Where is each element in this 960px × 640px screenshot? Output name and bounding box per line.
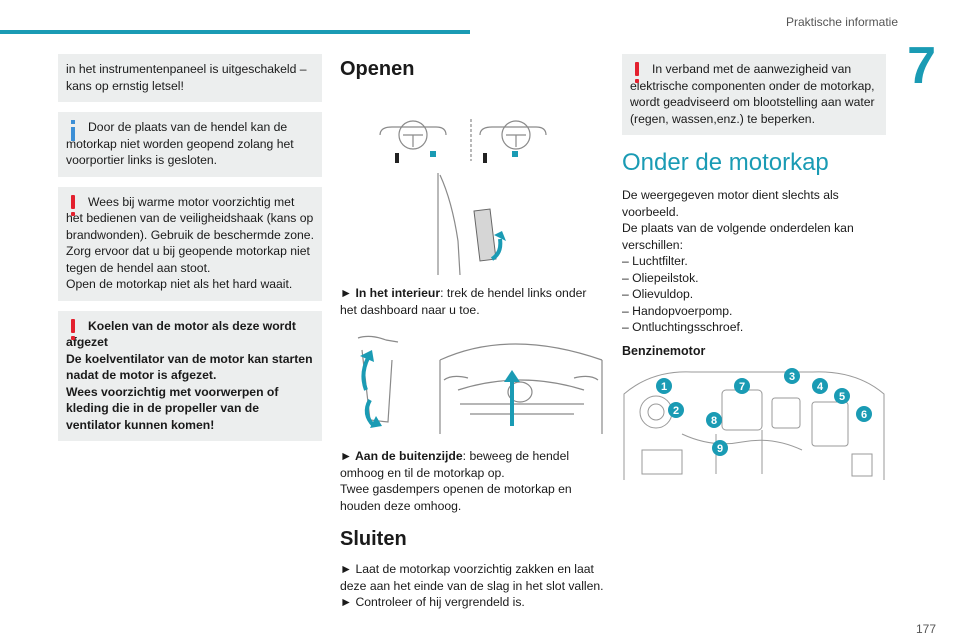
intro-line: De weergegeven motor dient slechts als v… (622, 188, 839, 219)
warning-icon (68, 194, 78, 217)
engine-callout-label: 5 (839, 391, 845, 403)
engine-callout-label: 8 (711, 415, 717, 427)
warning-line: De koelventilator van de motor kan start… (66, 351, 313, 383)
exterior-lever-illustration (340, 330, 604, 434)
interior-lever-illustration (340, 91, 604, 279)
warning-title: Koelen van de motor als deze wordt afgez… (66, 318, 296, 350)
close-step-2: ► Controleer of hij vergrendeld is. (340, 595, 525, 609)
warning-box-cooling-fan: Koelen van de motor als deze wordt afgez… (58, 310, 322, 441)
chapter-number: 7 (907, 37, 936, 95)
column-right: In verband met de aanwezigheid van elekt… (622, 54, 886, 482)
heading-onder-de-motorkap: Onder de motorkap (622, 149, 829, 176)
engine-callout-label: 2 (673, 405, 679, 417)
engine-callout-label: 7 (739, 381, 745, 393)
engine-callout-label: 3 (789, 371, 795, 383)
warning-line: Zorg ervoor dat u bij geopende motorkap … (66, 244, 310, 275)
engine-callout-label: 6 (861, 409, 867, 421)
engine-callout-badge (656, 377, 672, 394)
step-interior-label: ► In het interieur (340, 286, 441, 300)
list-item: – Ontluchtingsschroef. (622, 320, 744, 334)
list-item: – Olievuldop. (622, 287, 694, 301)
engine-callout-badge (668, 401, 684, 418)
engine-callout-badge (712, 439, 728, 456)
engine-callout-badge (834, 387, 850, 404)
step-exterior-text: : beweeg de hendel omhoog en til de moto… (340, 449, 570, 480)
engine-callout-label: 9 (717, 443, 723, 455)
info-icon (68, 120, 78, 142)
close-step-1: ► Laat de motorkap voorzichtig zakken en… (340, 562, 604, 593)
engine-callout-badge (812, 377, 828, 394)
warning-text: in het instrumentenpaneel is uitgeschake… (66, 62, 307, 93)
list-item: – Handopvoerpomp. (622, 303, 733, 318)
engine-callout-badge (784, 367, 800, 384)
step-exterior-label: ► Aan de buitenzijde (340, 449, 463, 463)
heading-openen: Openen (340, 58, 415, 80)
list-item: – Oliepeilstok. (622, 270, 699, 285)
gas-struts-note: Twee gasdempers openen de motorkap en ho… (340, 482, 572, 513)
running-title: Praktische informatie (785, 15, 898, 29)
engine-callout-label: 4 (817, 381, 824, 393)
engine-callout-label: 1 (661, 381, 667, 393)
warning-box-water: In verband met de aanwezigheid van elekt… (622, 54, 886, 135)
column-left: in het instrumentenpaneel is uitgeschake… (58, 54, 322, 451)
warning-box-hot-engine: Wees bij warme motor voorzichtig met het… (58, 186, 322, 301)
warning-line: Open de motorkap niet als het hard waait… (66, 277, 293, 291)
intro-line: De plaats van de volgende onderdelen kan… (622, 221, 854, 252)
engine-callout-badge (856, 405, 872, 422)
warning-line: Wees bij warme motor voorzichtig met het… (66, 194, 314, 242)
step-interior: ► In het interieur: trek de hendel links… (340, 285, 604, 318)
engine-callout-badge (734, 377, 750, 394)
heading-sluiten: Sluiten (340, 528, 407, 550)
info-text: Door de plaats van de hendel kan de moto… (66, 120, 294, 167)
header-rule (0, 30, 470, 34)
warning-line: Wees voorzichtig met voorwerpen of kledi… (66, 384, 279, 432)
step-exterior: ► Aan de buitenzijde: beweeg de hendel o… (340, 448, 604, 481)
warning-icon (632, 62, 642, 84)
list-item: – Luchtfilter. (622, 254, 688, 268)
column-middle: Openen ► In het interieur: trek de h (340, 54, 604, 611)
subheading-benzinemotor: Benzinemotor (622, 343, 706, 358)
warning-box-continued: in het instrumentenpaneel is uitgeschake… (58, 54, 322, 102)
engine-callout-badge (706, 411, 722, 428)
step-interior-text: : trek de hendel links onder het dashboa… (340, 286, 587, 317)
info-box: Door de plaats van de hendel kan de moto… (58, 112, 322, 177)
warning-text: In verband met de aanwezigheid van elekt… (630, 62, 875, 126)
page-number: 177 (915, 622, 936, 636)
warning-icon (68, 318, 78, 341)
